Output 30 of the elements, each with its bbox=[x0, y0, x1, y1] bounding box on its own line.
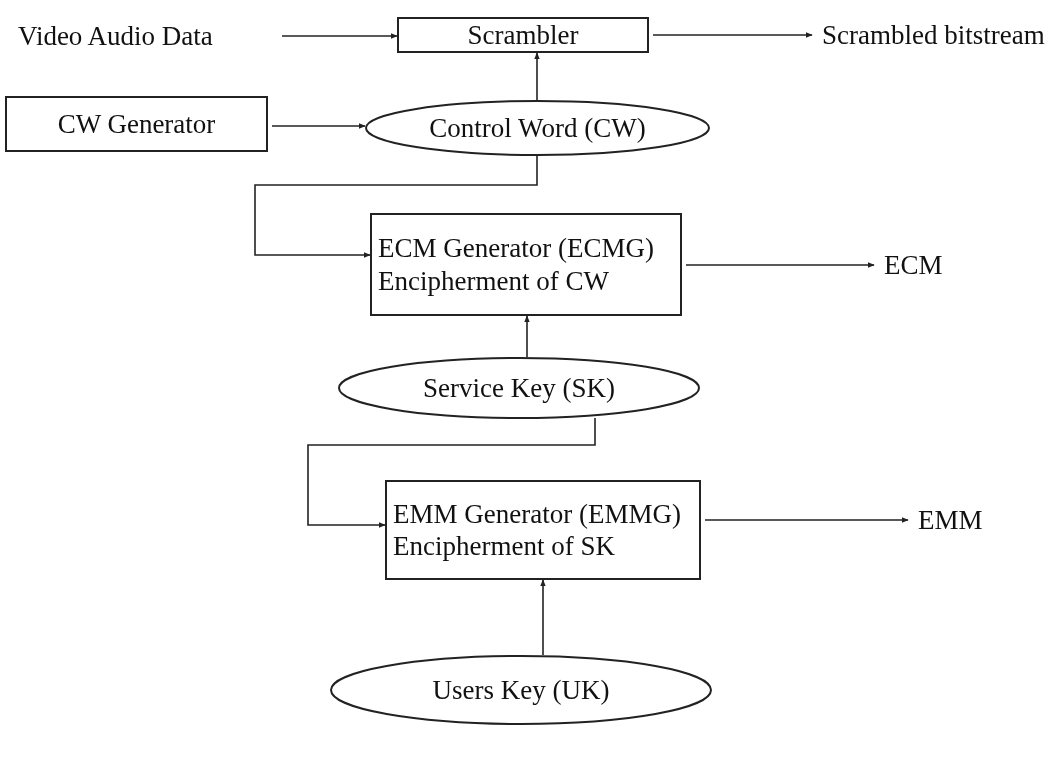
node-text: CW Generator bbox=[57, 107, 216, 141]
process-box bbox=[397, 17, 649, 53]
process-box bbox=[370, 213, 682, 316]
node-text: ECM Generator (ECMG) bbox=[377, 232, 654, 265]
output-text: Scrambled bitstream bbox=[822, 18, 1045, 52]
key-ellipse bbox=[330, 655, 712, 725]
node-text: Scrambler bbox=[467, 18, 579, 52]
output-text: EMM bbox=[918, 503, 983, 537]
arrow bbox=[685, 262, 875, 268]
arrow bbox=[281, 33, 398, 39]
arrow bbox=[524, 315, 530, 358]
node-text: Control Word (CW) bbox=[429, 111, 646, 145]
arrow bbox=[652, 32, 813, 38]
node-text: Encipherment of SK bbox=[392, 530, 615, 563]
process-box bbox=[385, 480, 701, 580]
arrow bbox=[540, 579, 546, 656]
node-text: Encipherment of CW bbox=[377, 264, 609, 297]
key-ellipse bbox=[365, 100, 710, 156]
arrow bbox=[704, 517, 909, 523]
output-text: ECM bbox=[884, 248, 943, 282]
input-text: Video Audio Data bbox=[18, 19, 213, 53]
arrow bbox=[271, 123, 366, 129]
process-box bbox=[5, 96, 268, 152]
arrow bbox=[307, 417, 596, 528]
node-text: Users Key (UK) bbox=[432, 673, 610, 707]
key-ellipse bbox=[338, 357, 700, 419]
arrow bbox=[534, 52, 540, 101]
arrow bbox=[254, 155, 538, 258]
node-text: EMM Generator (EMMG) bbox=[392, 497, 681, 530]
node-text: Service Key (SK) bbox=[423, 371, 615, 405]
